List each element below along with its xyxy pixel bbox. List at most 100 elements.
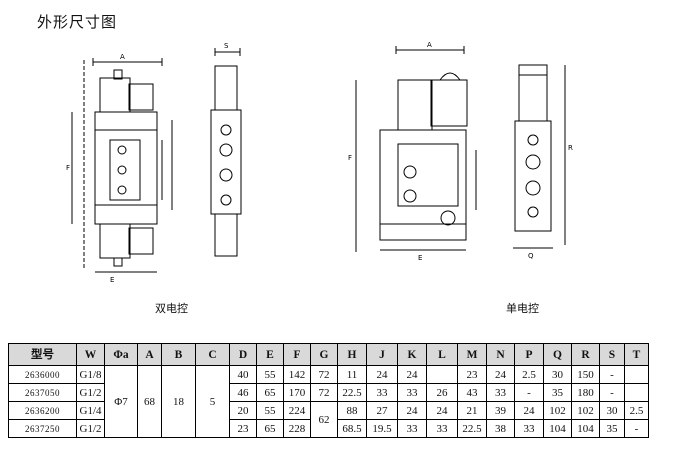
cell-D: 20 — [229, 401, 257, 420]
header-model: 型号 — [8, 343, 77, 366]
cell-Q: 30 — [543, 365, 572, 384]
cell-M: 23 — [457, 365, 487, 384]
dim-label-Q: Q — [528, 252, 534, 260]
header-L: L — [426, 343, 458, 366]
caption-single-solenoid: 单电控 — [506, 302, 539, 315]
header-W: W — [76, 343, 105, 366]
header-T: T — [624, 343, 649, 366]
cell-J: 24 — [366, 365, 398, 384]
cell-G: 72 — [310, 365, 338, 384]
header-C: C — [195, 343, 230, 366]
cell-J: 27 — [366, 401, 398, 420]
cell-H: 11 — [337, 365, 367, 384]
header-N: N — [486, 343, 515, 366]
spec-table: 型号 W Φa A B C D E F G H J K L M N P Q R … — [8, 343, 649, 438]
cell-F: 142 — [283, 365, 311, 384]
cell-N: 38 — [486, 419, 515, 438]
header-Q: Q — [543, 343, 572, 366]
cell-S: - — [599, 365, 625, 384]
header-P: P — [514, 343, 544, 366]
header-D: D — [229, 343, 257, 366]
cell-T — [624, 383, 649, 402]
cell-F: 224 — [283, 401, 311, 420]
cell-W: G1/2 — [76, 383, 105, 402]
table-row: 2636000 G1/8 Φ7 68 18 5 40 55 142 72 11 … — [8, 365, 649, 438]
table-row: 2636200 G1/4 20 55 224 62 88 27 24 24 21… — [8, 401, 649, 438]
cell-R: 180 — [571, 383, 600, 402]
cell-M: 22.5 — [457, 419, 487, 438]
cell-N: 24 — [486, 365, 515, 384]
header-A: A — [137, 343, 162, 366]
cell-N: 39 — [486, 401, 515, 420]
cell-W: G1/4 — [76, 401, 105, 420]
header-J: J — [366, 343, 398, 366]
cell-J: 19.5 — [366, 419, 398, 438]
dim-label-E-single: E — [418, 254, 422, 262]
dim-label-E: E — [110, 276, 114, 284]
header-M: M — [457, 343, 487, 366]
cell-D: 40 — [229, 365, 257, 384]
cell-B: 18 — [161, 365, 196, 438]
cell-R: 102 — [571, 401, 600, 420]
header-G: G — [310, 343, 338, 366]
cell-R: 104 — [571, 419, 600, 438]
cell-F: 170 — [283, 383, 311, 402]
cell-model: 2636200 — [8, 401, 77, 420]
cell-N: 33 — [486, 383, 515, 402]
cell-K: 33 — [397, 383, 427, 402]
page-title: 外形尺寸图 — [37, 13, 118, 31]
cell-Q: 104 — [543, 419, 572, 438]
cell-P: 2.5 — [514, 365, 544, 384]
cell-model: 2636000 — [8, 365, 77, 384]
cell-T: - — [624, 419, 649, 438]
cell-T — [624, 365, 649, 384]
dim-label-A: A — [120, 53, 125, 61]
cell-L: 26 — [426, 383, 458, 402]
cell-Q: 102 — [543, 401, 572, 420]
caption-double-solenoid: 双电控 — [155, 302, 188, 315]
table-row: 2637250 G1/2 23 65 228 68.5 19.5 33 33 2… — [8, 419, 649, 438]
dimension-drawings: A E F S A F E R Q — [66, 41, 573, 284]
cell-P: - — [514, 383, 544, 402]
cell-M: 21 — [457, 401, 487, 420]
cell-E: 65 — [256, 419, 284, 438]
cell-G: 62 — [310, 401, 338, 438]
double-solenoid-side-view — [210, 48, 242, 257]
single-solenoid-front-view — [355, 46, 477, 252]
table-row: 2637050 G1/2 46 65 170 72 22.5 33 33 26 … — [8, 383, 649, 402]
cell-phi-a: Φ7 — [104, 365, 138, 438]
header-H: H — [337, 343, 367, 366]
cell-W: G1/8 — [76, 365, 105, 384]
cell-L: 33 — [426, 419, 458, 438]
cell-C: 5 — [195, 365, 230, 438]
double-solenoid-front-view — [71, 58, 173, 273]
dim-label-A-single: A — [427, 41, 432, 49]
cell-E: 55 — [256, 401, 284, 420]
cell-A: 68 — [137, 365, 162, 438]
cell-H: 68.5 — [337, 419, 367, 438]
cell-S: - — [599, 383, 625, 402]
dim-label-F-single: F — [348, 154, 352, 162]
cell-model: 2637050 — [8, 383, 77, 402]
cell-H: 22.5 — [337, 383, 367, 402]
cell-K: 24 — [397, 365, 427, 384]
cell-J: 33 — [366, 383, 398, 402]
header-F: F — [283, 343, 311, 366]
header-R: R — [571, 343, 600, 366]
cell-model: 2637250 — [8, 419, 77, 438]
header-K: K — [397, 343, 427, 366]
cell-E: 55 — [256, 365, 284, 384]
cell-L: 24 — [426, 401, 458, 420]
cell-D: 46 — [229, 383, 257, 402]
cell-M: 43 — [457, 383, 487, 402]
cell-S: 35 — [599, 419, 625, 438]
single-solenoid-side-view — [513, 64, 566, 249]
header-phi-a: Φa — [104, 343, 138, 366]
header-B: B — [161, 343, 196, 366]
dim-label-F: F — [66, 164, 70, 172]
cell-H: 88 — [337, 401, 367, 420]
cell-S: 30 — [599, 401, 625, 420]
cell-F: 228 — [283, 419, 311, 438]
header-S: S — [599, 343, 625, 366]
cell-P: 33 — [514, 419, 544, 438]
